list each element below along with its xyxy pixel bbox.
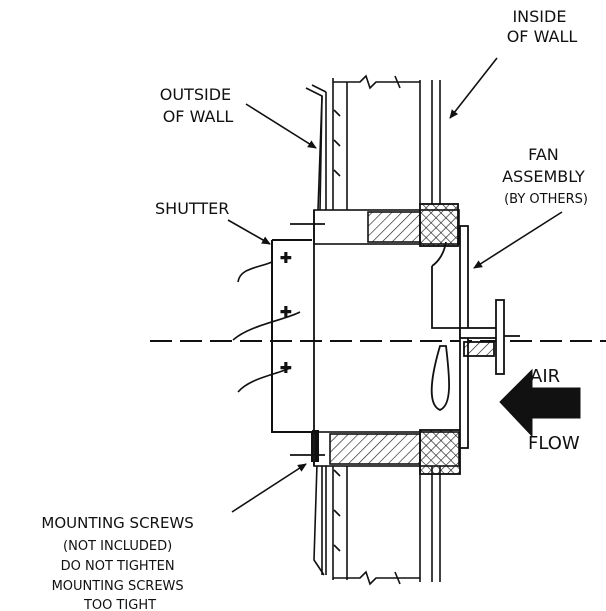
air-flow-arrow xyxy=(499,368,581,438)
bottom-header xyxy=(313,429,461,475)
fan-assembly xyxy=(430,225,520,449)
screw-mark: + xyxy=(280,250,292,266)
leader-lines xyxy=(227,57,563,513)
inside-wall-label: INSIDE OF WALL xyxy=(507,7,578,46)
air-label: AIR xyxy=(530,366,560,387)
outside-wall-siding xyxy=(305,84,327,576)
fan-assembly-label: FAN ASSEMBLY (BY OTHERS) xyxy=(502,145,590,207)
flow-label: FLOW xyxy=(528,433,580,454)
mounting-screws-label: MOUNTING SCREWS (NOT INCLUDED) DO NOT TI… xyxy=(41,514,198,611)
screw-mark: + xyxy=(280,304,292,320)
wall-framing xyxy=(332,74,441,586)
screw-mark: + xyxy=(280,360,292,376)
top-header xyxy=(313,203,460,247)
shutter-label: SHUTTER xyxy=(155,199,229,218)
shutter: + + + xyxy=(232,239,319,462)
wall-sleeve xyxy=(290,210,325,466)
outside-wall-label: OUTSIDE OF WALL xyxy=(160,85,236,126)
